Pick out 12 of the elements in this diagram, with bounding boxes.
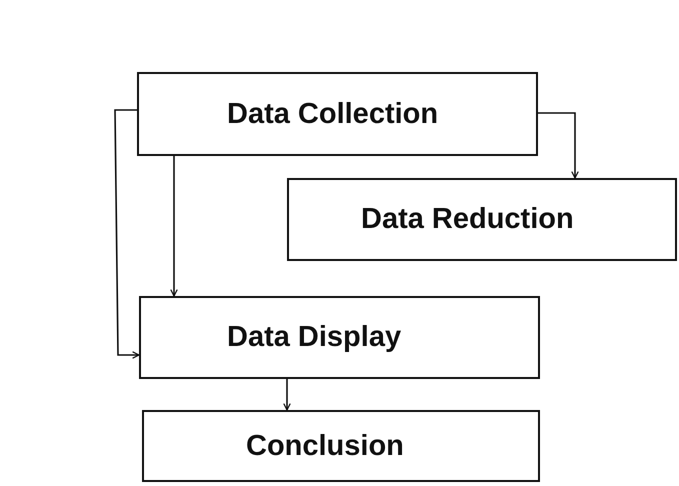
process-box bbox=[142, 410, 540, 482]
arrow bbox=[283, 379, 291, 411]
arrow bbox=[114, 109, 140, 359]
arrow bbox=[538, 112, 579, 179]
arrow bbox=[170, 156, 178, 297]
box-label: Conclusion bbox=[246, 430, 404, 462]
process-box bbox=[287, 178, 677, 261]
box-label: Data Reduction bbox=[361, 203, 574, 236]
box-label: Data Display bbox=[227, 321, 402, 354]
process-box bbox=[137, 72, 538, 156]
process-box bbox=[139, 296, 540, 379]
box-label: Data Collection bbox=[227, 98, 438, 130]
